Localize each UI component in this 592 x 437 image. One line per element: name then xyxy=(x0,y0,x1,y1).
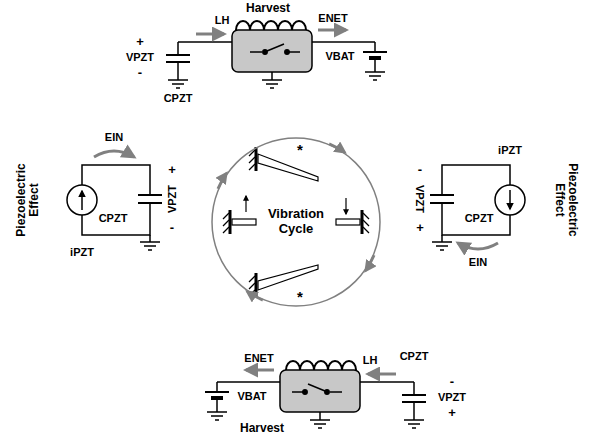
polarity-sign: + xyxy=(416,221,424,235)
harvest-circuit xyxy=(177,42,179,55)
energy-label: EIN xyxy=(105,131,123,143)
piezo-circuit xyxy=(144,245,156,247)
harvest-circuit xyxy=(373,79,377,81)
polarity-sign: + xyxy=(448,406,456,420)
battery-label: VBAT xyxy=(237,390,266,402)
harvest-circuit xyxy=(271,72,273,80)
harvest-circuit xyxy=(270,87,274,89)
harvest-circuit xyxy=(166,54,190,56)
cantilever-beam xyxy=(232,219,256,225)
harvest-circuit xyxy=(205,361,426,428)
energy-label: ENET xyxy=(318,12,347,24)
current-label: iPZT xyxy=(498,144,522,156)
capacitor-label: CPZT xyxy=(400,350,429,362)
piezo-circuit xyxy=(82,203,150,235)
current-arrow xyxy=(509,190,511,209)
polarity-sign: - xyxy=(450,375,454,389)
cantilever-beam xyxy=(363,227,369,233)
harvest-circuit xyxy=(236,21,306,30)
harvest-circuit xyxy=(369,75,381,77)
cantilever-beam xyxy=(223,147,369,297)
harvest-circuit xyxy=(374,58,376,72)
polarity-sign: - xyxy=(418,163,422,177)
cantilever-beam xyxy=(363,213,369,219)
cantilever-beam xyxy=(223,220,229,226)
harvest-circuit xyxy=(250,51,262,53)
polarity-sign: + xyxy=(168,163,176,177)
cantilever-beam xyxy=(223,213,229,219)
section-heading: Harvest xyxy=(246,2,290,15)
energy-arrow xyxy=(94,151,134,157)
cantilever-beam xyxy=(249,164,255,170)
cantilever-beam xyxy=(245,196,246,212)
cantilever-beam xyxy=(345,198,346,214)
piezo-circuit xyxy=(140,241,160,243)
inductor-label: LH xyxy=(215,14,230,26)
cantilever-beam xyxy=(249,157,255,163)
battery-label: VBAT xyxy=(325,50,354,62)
cantilever-beam xyxy=(258,154,318,181)
harvest-circuit xyxy=(365,71,385,73)
piezo-circuit xyxy=(67,165,162,250)
piezo-circuit xyxy=(82,165,150,195)
node-title: Vibration Cycle xyxy=(260,207,332,237)
circle-outline xyxy=(212,138,380,306)
piezo-circuit xyxy=(148,249,152,251)
piezo-circuit xyxy=(430,165,525,250)
capacitor-label: CPZT xyxy=(164,92,193,104)
polarity-sign: - xyxy=(138,66,142,80)
cantilever-beam xyxy=(363,220,369,226)
harvest-circuit xyxy=(232,30,312,72)
cycle-arrow xyxy=(218,144,374,300)
harvest-circuit xyxy=(318,29,346,32)
voltage-label: VPZT xyxy=(438,391,466,403)
section-heading: Piezoelectric Effect xyxy=(553,153,579,248)
harvest-circuit xyxy=(374,42,376,52)
harvest-circuit xyxy=(196,33,224,36)
harvest-circuit xyxy=(172,83,184,85)
harvest-circuit xyxy=(176,87,180,89)
harvest-circuit xyxy=(168,79,188,81)
current-arrow xyxy=(81,191,83,210)
polarity-sign: + xyxy=(136,35,144,49)
voltage-label: VPZT xyxy=(166,185,178,213)
energy-label: EIN xyxy=(469,256,487,268)
harvest-circuit xyxy=(285,50,289,54)
energy-arrow xyxy=(458,243,498,249)
current-label: iPZT xyxy=(70,246,94,258)
section-heading: Piezoelectric Effect xyxy=(15,153,41,248)
capacitor-label: CPZT xyxy=(99,212,128,224)
piezo-circuit xyxy=(67,185,97,215)
harvest-circuit xyxy=(166,21,387,88)
harvest-circuit xyxy=(263,50,267,54)
harvest-circuit xyxy=(266,83,278,85)
cantilever-beam xyxy=(258,265,318,290)
harvest-circuit xyxy=(178,41,232,43)
cantilever-beam xyxy=(249,283,255,289)
energy-label: ENET xyxy=(244,352,273,364)
cantilever-beam xyxy=(223,227,229,233)
inductor-label: LH xyxy=(363,354,378,366)
harvest-circuit xyxy=(363,51,387,53)
harvest-circuit xyxy=(312,41,375,43)
cantilever-beam xyxy=(336,219,360,225)
cycle-circle: Vibration Cycle xyxy=(211,137,381,307)
capacitor-label: CPZT xyxy=(465,212,494,224)
piezo-circuit xyxy=(138,194,162,196)
energy-arrow xyxy=(94,151,498,249)
piezo-circuit xyxy=(149,235,151,242)
polarity-sign: - xyxy=(170,221,174,235)
phase-mark: * xyxy=(297,142,303,159)
voltage-label: VPZT xyxy=(126,51,154,63)
section-heading: Harvest xyxy=(240,422,284,435)
voltage-label: VPZT xyxy=(414,185,426,213)
phase-mark: * xyxy=(297,289,303,306)
harvest-circuit xyxy=(262,79,282,81)
harvest-circuit xyxy=(177,62,179,80)
cantilever-beam xyxy=(249,276,255,282)
harvest-circuit xyxy=(267,44,284,51)
harvest-circuit xyxy=(289,51,300,53)
